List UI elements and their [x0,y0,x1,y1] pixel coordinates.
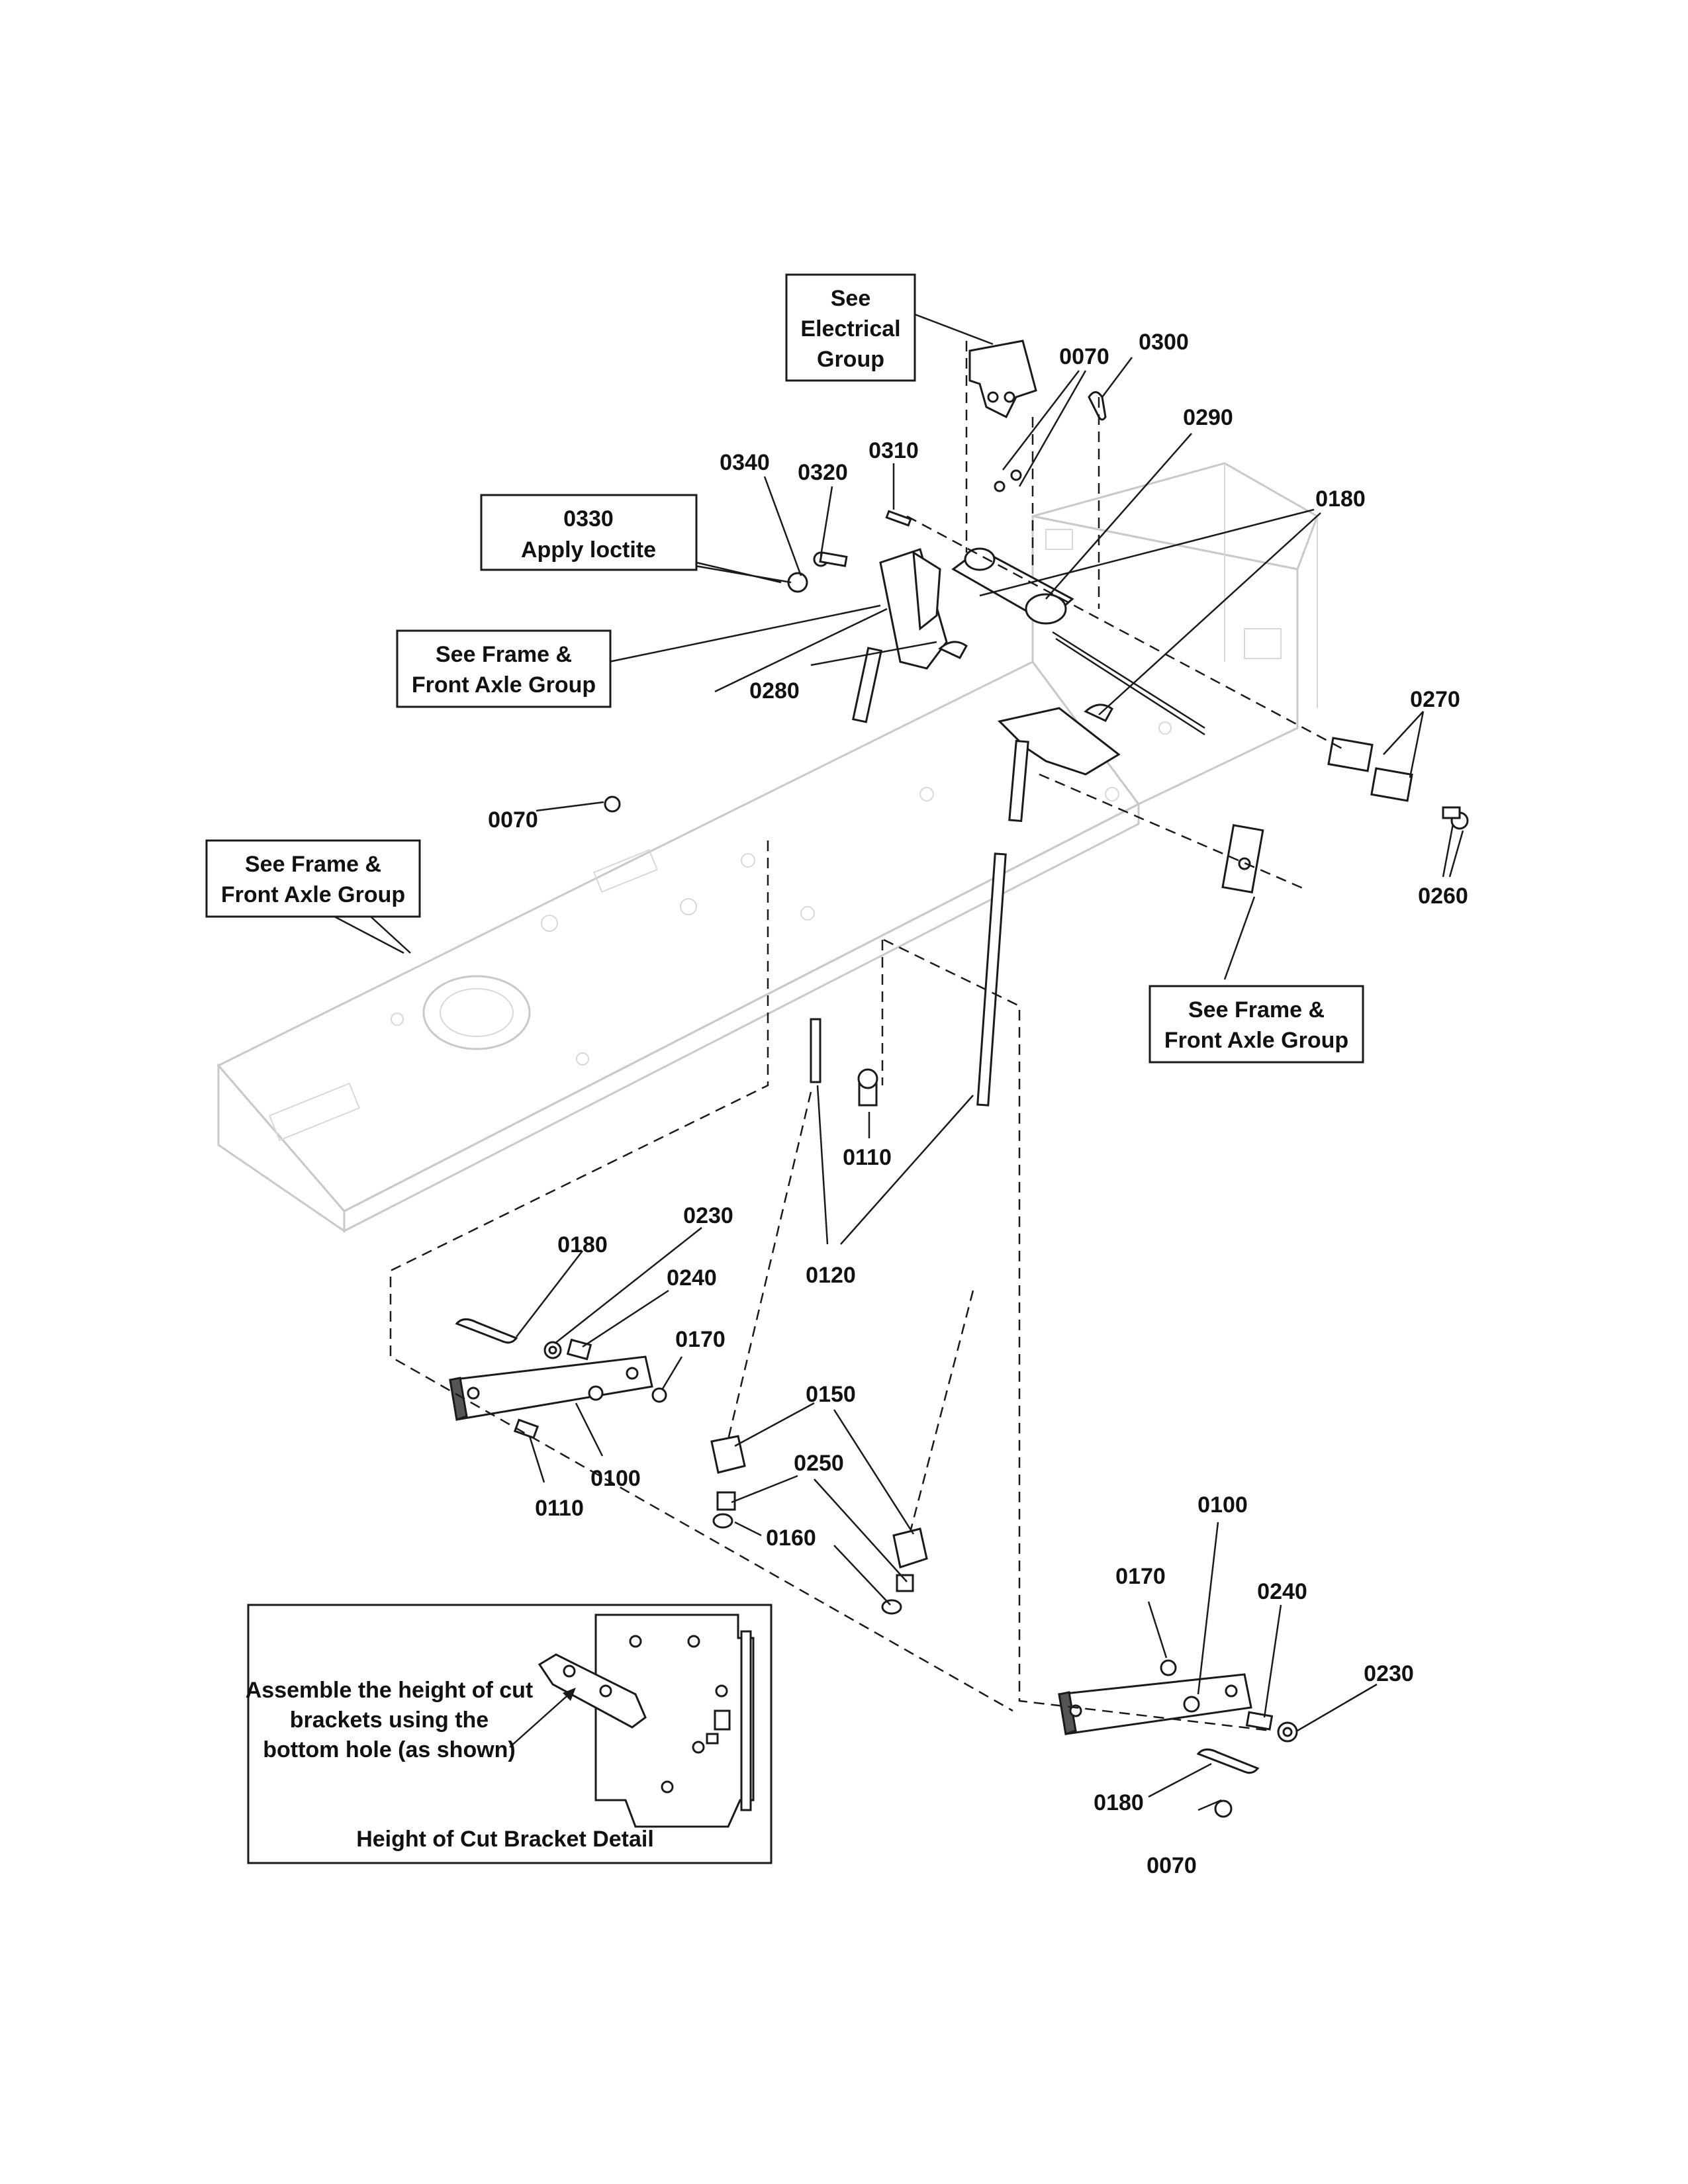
height-of-cut-bracket-right [1058,1659,1298,1818]
callout-line-1: See Frame & [1188,997,1325,1023]
part-label-0230: 0230 [1364,1661,1414,1686]
part-label-0240: 0240 [1257,1579,1307,1604]
height-of-cut-bracket-left [449,1318,928,1615]
part-label-0100: 0100 [590,1466,641,1491]
detail-note-line-1: Assemble the height of cut [246,1678,534,1703]
part-label-0110: 0110 [535,1496,584,1521]
part-label-0270: 0270 [1410,687,1460,712]
callout-line-1: See Frame & [245,852,381,877]
part-label-0170: 0170 [675,1327,726,1352]
part-label-0230: 0230 [683,1203,733,1228]
callout-line-2: Front Axle Group [1164,1028,1348,1053]
part-label-0120: 0120 [806,1263,856,1288]
callout-line-2: Front Axle Group [412,672,596,698]
detail-note-line-3: bottom hole (as shown) [263,1737,516,1762]
callout-see-frame-top: See Frame & Front Axle Group [396,629,612,708]
part-label-0070: 0070 [488,807,538,833]
part-label-0100: 0100 [1197,1492,1248,1518]
callout-line-3: Group [817,347,884,372]
detail-title: Height of Cut Bracket Detail [356,1827,654,1852]
callout-leaders [370,561,888,954]
part-label-0180: 0180 [1094,1790,1144,1815]
callout-line-1: See Frame & [436,642,572,667]
callout-note: Apply loctite [521,537,656,563]
part-label-0320: 0320 [798,460,848,485]
part-label-0170: 0170 [1115,1564,1166,1589]
leader-lines [324,313,1464,1811]
callout-line-2: Front Axle Group [221,882,405,907]
part-label-0250: 0250 [794,1451,844,1476]
part-label-0260: 0260 [1418,884,1468,909]
part-label-0180: 0180 [1315,486,1366,512]
part-label-0070: 0070 [1147,1853,1197,1878]
part-label-0240: 0240 [667,1265,717,1291]
detail-note-line-2: brackets using the [290,1707,489,1733]
callout-see-electrical-group: See Electrical Group [785,273,916,382]
assembly-lines [389,341,1348,1732]
lift-shaft-assembly [604,340,1469,894]
part-labels: 0070 0300 0290 0340 0320 0310 0180 0280 … [488,330,1468,1878]
detail-plate [594,1614,755,1828]
part-label-0070: 0070 [1059,344,1109,369]
part-label-0110: 0110 [843,1145,892,1170]
callout-part-number: 0330 [563,506,614,531]
part-label-0340: 0340 [720,450,770,475]
part-label-0150: 0150 [806,1382,856,1407]
callout-see-frame-left: See Frame & Front Axle Group [205,839,421,918]
part-label-0300: 0300 [1139,330,1189,355]
callout-apply-loctite: 0330 Apply loctite [480,494,698,571]
lift-rods [810,852,1007,1107]
part-label-0160: 0160 [766,1525,816,1551]
detail-inset: Assemble the height of cut brackets usin… [246,1604,773,1864]
part-label-0180: 0180 [557,1232,608,1257]
callout-see-frame-right: See Frame & Front Axle Group [1149,985,1364,1064]
callout-line-2: Electrical [800,316,900,341]
callout-line-1: See [831,286,871,311]
part-label-0280: 0280 [749,678,800,704]
part-label-0290: 0290 [1183,405,1233,430]
part-label-0310: 0310 [868,438,919,463]
